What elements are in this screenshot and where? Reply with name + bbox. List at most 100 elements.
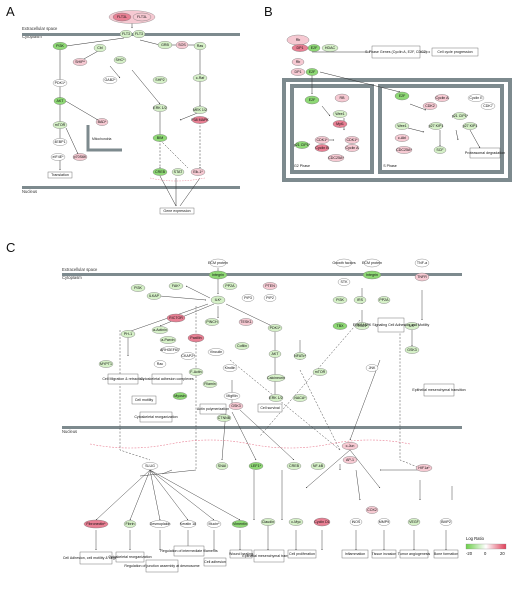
legend-mid: 0 xyxy=(484,551,487,556)
cyce-b-label: Cyclin E xyxy=(469,96,483,100)
cyto-reorg2-box xyxy=(115,551,145,563)
ilk2-c xyxy=(404,322,420,330)
ap1-c-label: AP-1 xyxy=(346,458,354,462)
pip2-c xyxy=(263,294,277,302)
cbl-a xyxy=(93,44,107,53)
mmp9-c xyxy=(377,518,391,526)
gf-c-label: Growth factors xyxy=(332,261,356,265)
flt3-a xyxy=(119,30,133,39)
dp1b-b xyxy=(290,68,306,76)
vegf-c-label: VEGF xyxy=(409,520,420,524)
proteasomal-label: Proteasomal degradation xyxy=(465,151,505,155)
myt1-b-label: Myt1 xyxy=(336,122,344,126)
e2f-mid-b-label: E2F xyxy=(309,70,316,74)
cdk1-b xyxy=(314,136,330,144)
kindlin-c-label: Kindlin xyxy=(225,366,236,370)
f-actin-c-label: F-Actin xyxy=(190,370,201,374)
creb-c-label: CREB xyxy=(289,464,300,468)
panel-a-extracellular-label: Extracellular space xyxy=(22,26,58,31)
ebp-a-label: 4EBP1 xyxy=(54,140,65,144)
vimentin-c xyxy=(231,520,249,528)
mtor-c xyxy=(312,368,328,376)
translation-box xyxy=(47,171,73,179)
panel-a-nuclear-membrane xyxy=(22,186,240,189)
g2-phase-label: G2 Phase xyxy=(294,164,310,168)
cyclin-d-c xyxy=(313,517,331,527)
bone-box xyxy=(433,549,459,559)
mucin-c-label: Mucin* xyxy=(209,522,221,526)
mmp9-c-label: MMP9 xyxy=(379,520,389,524)
cyce-b xyxy=(467,94,485,102)
panel-c-nucleus-label: Nucleus xyxy=(62,429,77,434)
panel-c-extracellular-label: Extracellular space xyxy=(62,267,98,272)
inos-c-label: iNOS xyxy=(352,520,361,524)
panel-a-dna xyxy=(149,177,206,182)
gab-a-label: GAB2* xyxy=(105,78,117,82)
cdk1b-b xyxy=(344,136,360,144)
desmoplakin-c xyxy=(149,520,171,528)
tesk1-c-label: TESK1 xyxy=(240,320,251,324)
emt-box xyxy=(253,549,285,563)
ilk-c xyxy=(210,295,226,305)
junction-label: Regulation of junction assembly at desmo… xyxy=(124,564,199,568)
tumor-box xyxy=(399,549,429,559)
ebp-a xyxy=(52,138,68,146)
actinin-c xyxy=(151,326,169,334)
integrin-c xyxy=(208,270,228,280)
s-phase-label: S Phase xyxy=(383,164,397,168)
creb-c xyxy=(286,462,302,470)
cell-survival-box xyxy=(257,403,283,413)
panel-b-letter: B xyxy=(264,4,273,19)
cell-adh-label: Cell adhesion xyxy=(204,560,226,564)
bim-a xyxy=(152,134,168,142)
hif-c-label: HIF1a* xyxy=(418,466,430,470)
motility-box xyxy=(131,395,157,405)
vinculin-c xyxy=(207,348,225,356)
pi3k2-c xyxy=(332,296,348,304)
panel-c-edges xyxy=(95,268,453,551)
stk-c-label: STK xyxy=(341,280,349,284)
panel-c: C Extracellular space Cytoplasm Nucleus xyxy=(6,240,466,573)
snail-c-label: SNAI xyxy=(218,464,226,468)
pi3k-a-label: PI3K xyxy=(56,44,64,48)
fibronectin-c-label: Fibronectin* xyxy=(86,522,106,526)
stk-c xyxy=(337,278,351,286)
legend-min: -20 xyxy=(466,551,473,556)
cell-adh-box xyxy=(203,557,227,567)
gsk3-c xyxy=(228,402,244,410)
pp2a2-c xyxy=(377,296,391,304)
migfilin-c xyxy=(223,392,241,400)
mek-a-label: MEK 1/2 xyxy=(193,108,207,112)
panel-c-outcome-boxes: Cell Adhesion, cell motility & Organizat… xyxy=(63,373,466,573)
gsk3-c-label: GSK3 xyxy=(231,404,241,408)
g2-rb xyxy=(334,93,350,103)
panel-a-cytoplasm-label: Cytoplasm xyxy=(22,34,42,39)
ckap-c xyxy=(180,352,196,360)
wdr-c-label: ARHGEF6/7 xyxy=(160,348,180,352)
rsu1-c xyxy=(354,322,370,330)
sos-a xyxy=(175,41,189,50)
panel-a: A Extracellular space Cytoplasm Nucleus … xyxy=(6,4,240,215)
jnk-c xyxy=(365,364,379,372)
wee1-b-label: Wee1 xyxy=(335,112,344,116)
integrin2-c xyxy=(362,270,382,280)
ecm-c xyxy=(209,258,227,268)
c-jun-c-label: c-Jun xyxy=(346,444,355,448)
gf-c xyxy=(335,258,353,268)
bmp2-c-label: BMP2 xyxy=(441,520,451,524)
tnf-c-label: TNF-a xyxy=(417,261,427,265)
pp2a-c xyxy=(222,282,238,290)
lef-c xyxy=(248,462,264,470)
c-myc-c-label: c-Myc xyxy=(291,520,301,524)
pi3k-c-label: PI3K xyxy=(134,286,142,290)
mtor-a xyxy=(52,121,68,129)
migration-box xyxy=(107,373,139,385)
emt-top-box xyxy=(423,383,455,397)
proteasomal-box xyxy=(469,147,501,159)
pip2-c-label: PIP2 xyxy=(266,296,274,300)
legend-max: 20 xyxy=(500,551,505,556)
wound-label: Wound healing xyxy=(229,552,253,556)
pdk1-c-label: PDK1* xyxy=(270,326,281,330)
adhesion-label: Cell Adhesion, cell motility & Organizat… xyxy=(63,556,129,560)
